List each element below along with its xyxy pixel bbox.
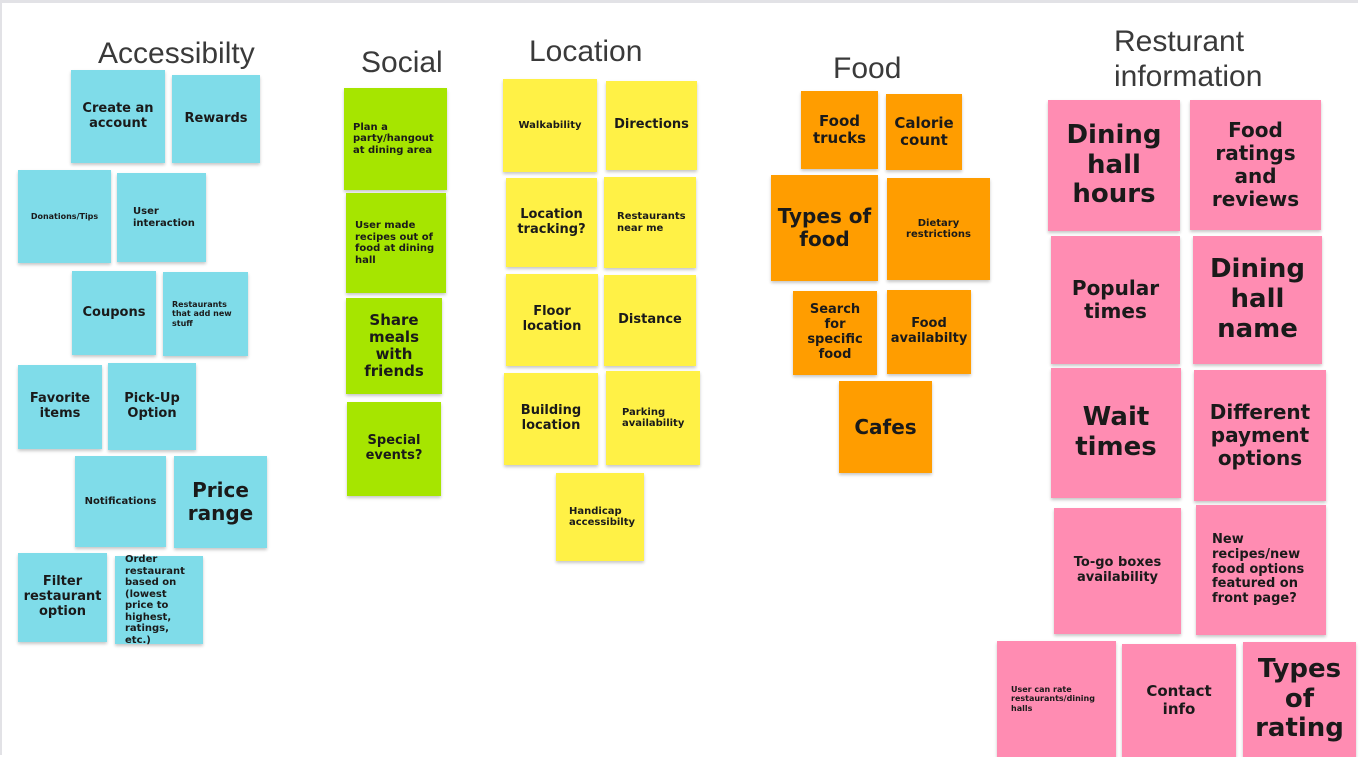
sticky-food-ratings-reviews[interactable]: Food ratings and reviews bbox=[1190, 100, 1321, 230]
sticky-order-restaurant[interactable]: Order restaurant based on (lowest price … bbox=[115, 554, 203, 646]
sticky-dining-hall-name[interactable]: Dining hall name bbox=[1193, 236, 1322, 364]
sticky-pickup-option[interactable]: Pick-Up Option bbox=[108, 363, 196, 450]
sticky-user-recipes[interactable]: User made recipes out of food at dining … bbox=[346, 193, 446, 293]
sticky-building-location[interactable]: Building location bbox=[504, 373, 598, 465]
sticky-restaurants-new-stuff[interactable]: Restaurants that add new stuff bbox=[163, 272, 248, 356]
sticky-walkability[interactable]: Walkability bbox=[503, 79, 597, 172]
sticky-user-interaction[interactable]: User interaction bbox=[117, 173, 206, 262]
sticky-parking-availability[interactable]: Parking availability bbox=[606, 371, 700, 465]
sticky-donations-tips[interactable]: Donations/Tips bbox=[18, 170, 111, 263]
sticky-coupons[interactable]: Coupons bbox=[72, 271, 156, 355]
sticky-location-tracking[interactable]: Location tracking? bbox=[506, 178, 597, 267]
sticky-new-recipes[interactable]: New recipes/new food options featured on… bbox=[1196, 505, 1326, 635]
sticky-calorie-count[interactable]: Calorie count bbox=[886, 94, 962, 170]
sticky-floor-location[interactable]: Floor location bbox=[506, 274, 598, 366]
sticky-togo-boxes[interactable]: To-go boxes availability bbox=[1054, 508, 1181, 634]
sticky-special-events[interactable]: Special events? bbox=[347, 402, 441, 496]
sticky-restaurants-near-me[interactable]: Restaurants near me bbox=[604, 177, 696, 268]
sticky-dietary-restrictions[interactable]: Dietary restrictions bbox=[887, 178, 990, 280]
sticky-types-of-rating[interactable]: Types of rating bbox=[1243, 642, 1356, 757]
sticky-handicap-accessibility[interactable]: Handicap accessibilty bbox=[556, 473, 644, 561]
sticky-favorite-items[interactable]: Favorite items bbox=[18, 365, 102, 449]
sticky-rewards[interactable]: Rewards bbox=[172, 75, 260, 163]
sticky-share-meals[interactable]: Share meals with friends bbox=[346, 298, 442, 394]
sticky-distance[interactable]: Distance bbox=[604, 275, 696, 366]
heading-location: Location bbox=[529, 35, 643, 68]
sticky-contact-info[interactable]: Contact info bbox=[1122, 644, 1236, 757]
sticky-wait-times[interactable]: Wait times bbox=[1051, 368, 1181, 498]
sticky-payment-options[interactable]: Different payment options bbox=[1194, 370, 1326, 501]
sticky-food-availability[interactable]: Food availabilty bbox=[887, 290, 971, 374]
sticky-dining-hall-hours[interactable]: Dining hall hours bbox=[1048, 100, 1180, 231]
heading-restaurant: Resturant information bbox=[1114, 25, 1263, 93]
sticky-search-specific-food[interactable]: Search for specific food bbox=[793, 291, 877, 375]
sticky-popular-times[interactable]: Popular times bbox=[1051, 236, 1180, 364]
heading-food: Food bbox=[833, 52, 902, 85]
sticky-types-of-food[interactable]: Types of food bbox=[771, 175, 878, 281]
sticky-food-trucks[interactable]: Food trucks bbox=[801, 91, 878, 169]
sticky-directions[interactable]: Directions bbox=[606, 81, 697, 170]
heading-social: Social bbox=[361, 46, 443, 79]
sticky-create-account[interactable]: Create an account bbox=[71, 70, 165, 163]
sticky-notifications[interactable]: Notifications bbox=[75, 456, 166, 547]
heading-accessibility: Accessibilty bbox=[98, 37, 255, 70]
sticky-user-rate[interactable]: User can rate restaurants/dining halls bbox=[997, 641, 1116, 757]
sticky-filter-restaurant[interactable]: Filter restaurant option bbox=[18, 553, 107, 642]
sticky-price-range[interactable]: Price range bbox=[174, 456, 267, 548]
sticky-cafes[interactable]: Cafes bbox=[839, 381, 932, 473]
sticky-plan-party[interactable]: Plan a party/hangout at dining area bbox=[344, 88, 447, 190]
